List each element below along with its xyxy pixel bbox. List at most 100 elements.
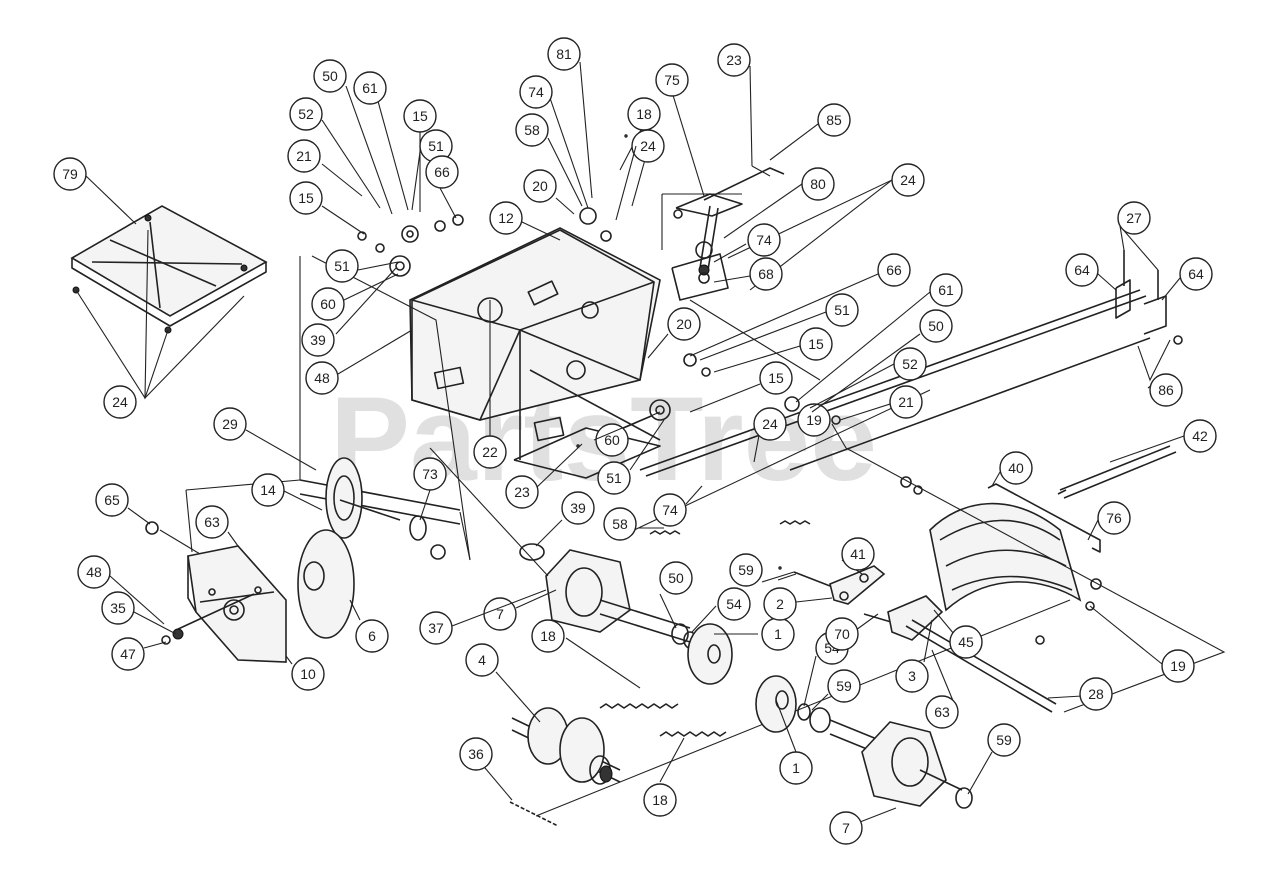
callout-39: 39 <box>301 267 397 357</box>
callout-19: 19 <box>1089 605 1195 683</box>
tine-shield <box>845 445 1226 713</box>
callouts: 1 1 2 3 4 6 7 7 10 12 14 15 15 15 15 18 … <box>53 37 1217 845</box>
callout-51: 51 <box>411 129 453 211</box>
callout-22: 22 <box>473 300 507 469</box>
svg-text:59: 59 <box>996 732 1012 748</box>
callout-27: 27 <box>1117 201 1159 271</box>
svg-text:6: 6 <box>368 628 376 644</box>
svg-text:24: 24 <box>640 138 656 154</box>
svg-text:21: 21 <box>898 394 914 410</box>
svg-text:15: 15 <box>768 370 784 386</box>
svg-text:18: 18 <box>652 792 668 808</box>
svg-text:15: 15 <box>412 108 428 124</box>
svg-text:7: 7 <box>496 606 504 622</box>
callout-61: 61 <box>795 273 963 403</box>
callout-20: 20 <box>523 169 575 215</box>
svg-text:3: 3 <box>908 668 916 684</box>
callout-48: 48 <box>305 329 413 395</box>
svg-text:36: 36 <box>468 746 484 762</box>
svg-text:58: 58 <box>524 122 540 138</box>
svg-text:21: 21 <box>296 148 312 164</box>
callout-15: 15 <box>689 361 793 413</box>
callout-59 <box>777 566 797 581</box>
callout-59: 59 <box>811 669 861 711</box>
callout-75: 75 <box>655 63 705 197</box>
svg-text:42: 42 <box>1192 428 1208 444</box>
svg-text:39: 39 <box>310 332 326 348</box>
svg-text:60: 60 <box>320 296 336 312</box>
callout-12: 12 <box>489 201 561 241</box>
callout-79: 79 <box>53 157 137 225</box>
callout-20: 20 <box>647 307 701 359</box>
svg-text:20: 20 <box>532 178 548 194</box>
svg-text:18: 18 <box>540 628 556 644</box>
callout-4: 4 <box>465 643 541 723</box>
callout-6: 6 <box>349 599 389 653</box>
svg-text:74: 74 <box>528 84 544 100</box>
svg-text:66: 66 <box>434 164 450 180</box>
callout-23: 23 <box>717 43 771 177</box>
svg-text:4: 4 <box>478 652 486 668</box>
svg-text:81: 81 <box>556 46 572 62</box>
svg-text:15: 15 <box>298 190 314 206</box>
svg-text:27: 27 <box>1126 210 1142 226</box>
callout-35: 35 <box>101 591 177 635</box>
svg-text:35: 35 <box>110 600 126 616</box>
svg-text:19: 19 <box>1170 658 1186 674</box>
callout-52: 52 <box>809 347 927 409</box>
svg-text:63: 63 <box>934 704 950 720</box>
callout-39: 39 <box>535 491 595 547</box>
callout-1: 1 <box>775 699 813 785</box>
svg-text:51: 51 <box>428 138 444 154</box>
callout-7: 7 <box>829 807 897 845</box>
tine-wheel <box>511 707 621 785</box>
callout-41: 41 <box>841 537 875 575</box>
gear-housing <box>409 227 661 479</box>
svg-text:51: 51 <box>834 302 850 318</box>
callout-61: 61 <box>353 71 409 211</box>
svg-text:80: 80 <box>810 176 826 192</box>
svg-text:64: 64 <box>1188 266 1204 282</box>
callout-23: 23 <box>505 443 583 509</box>
callout-58: 58 <box>603 507 664 541</box>
svg-text:10: 10 <box>300 666 316 682</box>
svg-text:65: 65 <box>104 492 120 508</box>
long-axle <box>639 250 1183 477</box>
svg-text:22: 22 <box>482 444 498 460</box>
svg-text:75: 75 <box>664 72 680 88</box>
callout-37: 37 <box>419 589 547 645</box>
svg-text:48: 48 <box>314 370 330 386</box>
callout-60: 60 <box>311 273 399 321</box>
svg-text:19: 19 <box>806 412 822 428</box>
callout-66: 66 <box>425 155 459 219</box>
callout-18: 18 <box>619 97 661 171</box>
svg-text:47: 47 <box>120 646 136 662</box>
callout-24: 24 <box>631 129 665 207</box>
svg-text:50: 50 <box>668 570 684 586</box>
callout-47: 47 <box>111 637 167 671</box>
callout-59: 59 <box>729 553 795 587</box>
svg-text:48: 48 <box>86 564 102 580</box>
svg-text:2: 2 <box>776 596 784 612</box>
svg-text:14: 14 <box>260 482 276 498</box>
callout-42: 42 <box>1109 419 1217 463</box>
callout-15: 15 <box>289 181 365 235</box>
svg-text:1: 1 <box>792 760 800 776</box>
svg-text:79: 79 <box>62 166 78 182</box>
shift-lever <box>793 565 1057 713</box>
callout-24 <box>615 134 637 221</box>
callout-24: 24 <box>753 407 787 463</box>
svg-text:70: 70 <box>834 626 850 642</box>
callout-10: 10 <box>285 655 325 691</box>
callout-68: 68 <box>713 257 783 291</box>
svg-text:74: 74 <box>756 232 772 248</box>
callout-76: 76 <box>1087 501 1131 541</box>
callout-86: 86 <box>1147 373 1183 407</box>
svg-text:12: 12 <box>498 210 514 226</box>
svg-text:59: 59 <box>836 678 852 694</box>
callout-15: 15 <box>403 99 437 212</box>
callout-2: 2 <box>763 587 833 621</box>
tine-hub-right <box>861 721 973 809</box>
callout-3: 3 <box>895 619 933 693</box>
svg-text:24: 24 <box>900 172 916 188</box>
